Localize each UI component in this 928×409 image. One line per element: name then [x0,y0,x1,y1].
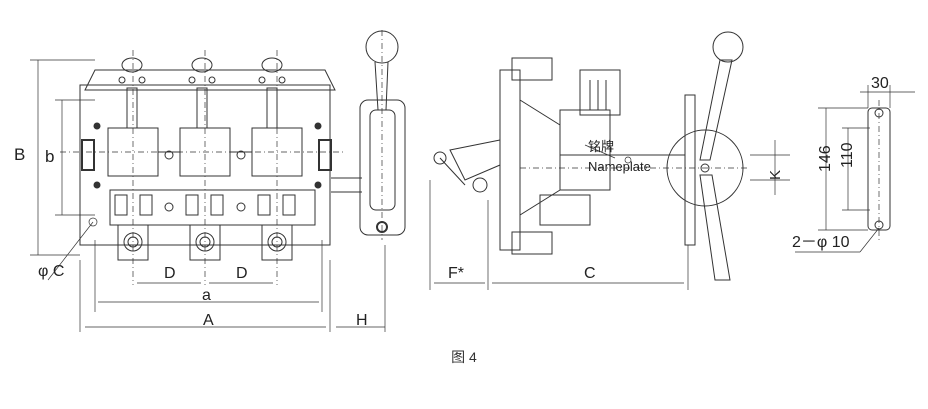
mounting-dim-labels: 30 146 110 2－φ 10 [792,75,889,251]
nameplate-cn: 铭牌 [588,139,614,154]
mounting-dimensions [795,85,915,253]
dim-label-110: 110 [839,142,856,168]
top-terminals [118,57,286,129]
bottom-terminals [109,189,316,261]
side-view [433,31,750,281]
front-dimensions [30,59,386,332]
dim-label-phiC: φ C [38,263,64,280]
front-view [60,50,362,285]
figure-caption: 图 4 [451,349,477,365]
dim-label-146: 146 [817,145,834,172]
frame-dots [93,122,322,189]
dim-label-a: a [202,287,211,304]
left-side-block [81,139,95,171]
dim-label-B: B [14,145,25,164]
top-bar [84,69,336,91]
dim-label-30: 30 [871,75,889,92]
front-handle [359,30,406,240]
dim-label-K: K [767,170,784,180]
dim-label-b: b [45,147,54,166]
dim-label-D-right: D [236,265,248,282]
side-base [499,69,521,251]
front-dim-labels: B b φ C D D a A H [14,145,368,329]
mounting-detail [867,100,891,240]
right-side-block [318,139,332,171]
nameplate-en: Nameplate [588,159,651,174]
dim-label-H: H [356,312,368,329]
dim-label-holes: 2－φ 10 [792,234,850,251]
dim-label-F: F* [448,265,464,282]
side-dim-labels: F* C K 铭牌 Nameplate [448,139,784,282]
nameplate-box [579,69,621,116]
dim-label-A: A [203,312,214,329]
dim-label-D-left: D [164,265,176,282]
side-dimensions [429,140,790,290]
dim-label-C: C [584,265,596,282]
front-centerlines [60,50,345,285]
